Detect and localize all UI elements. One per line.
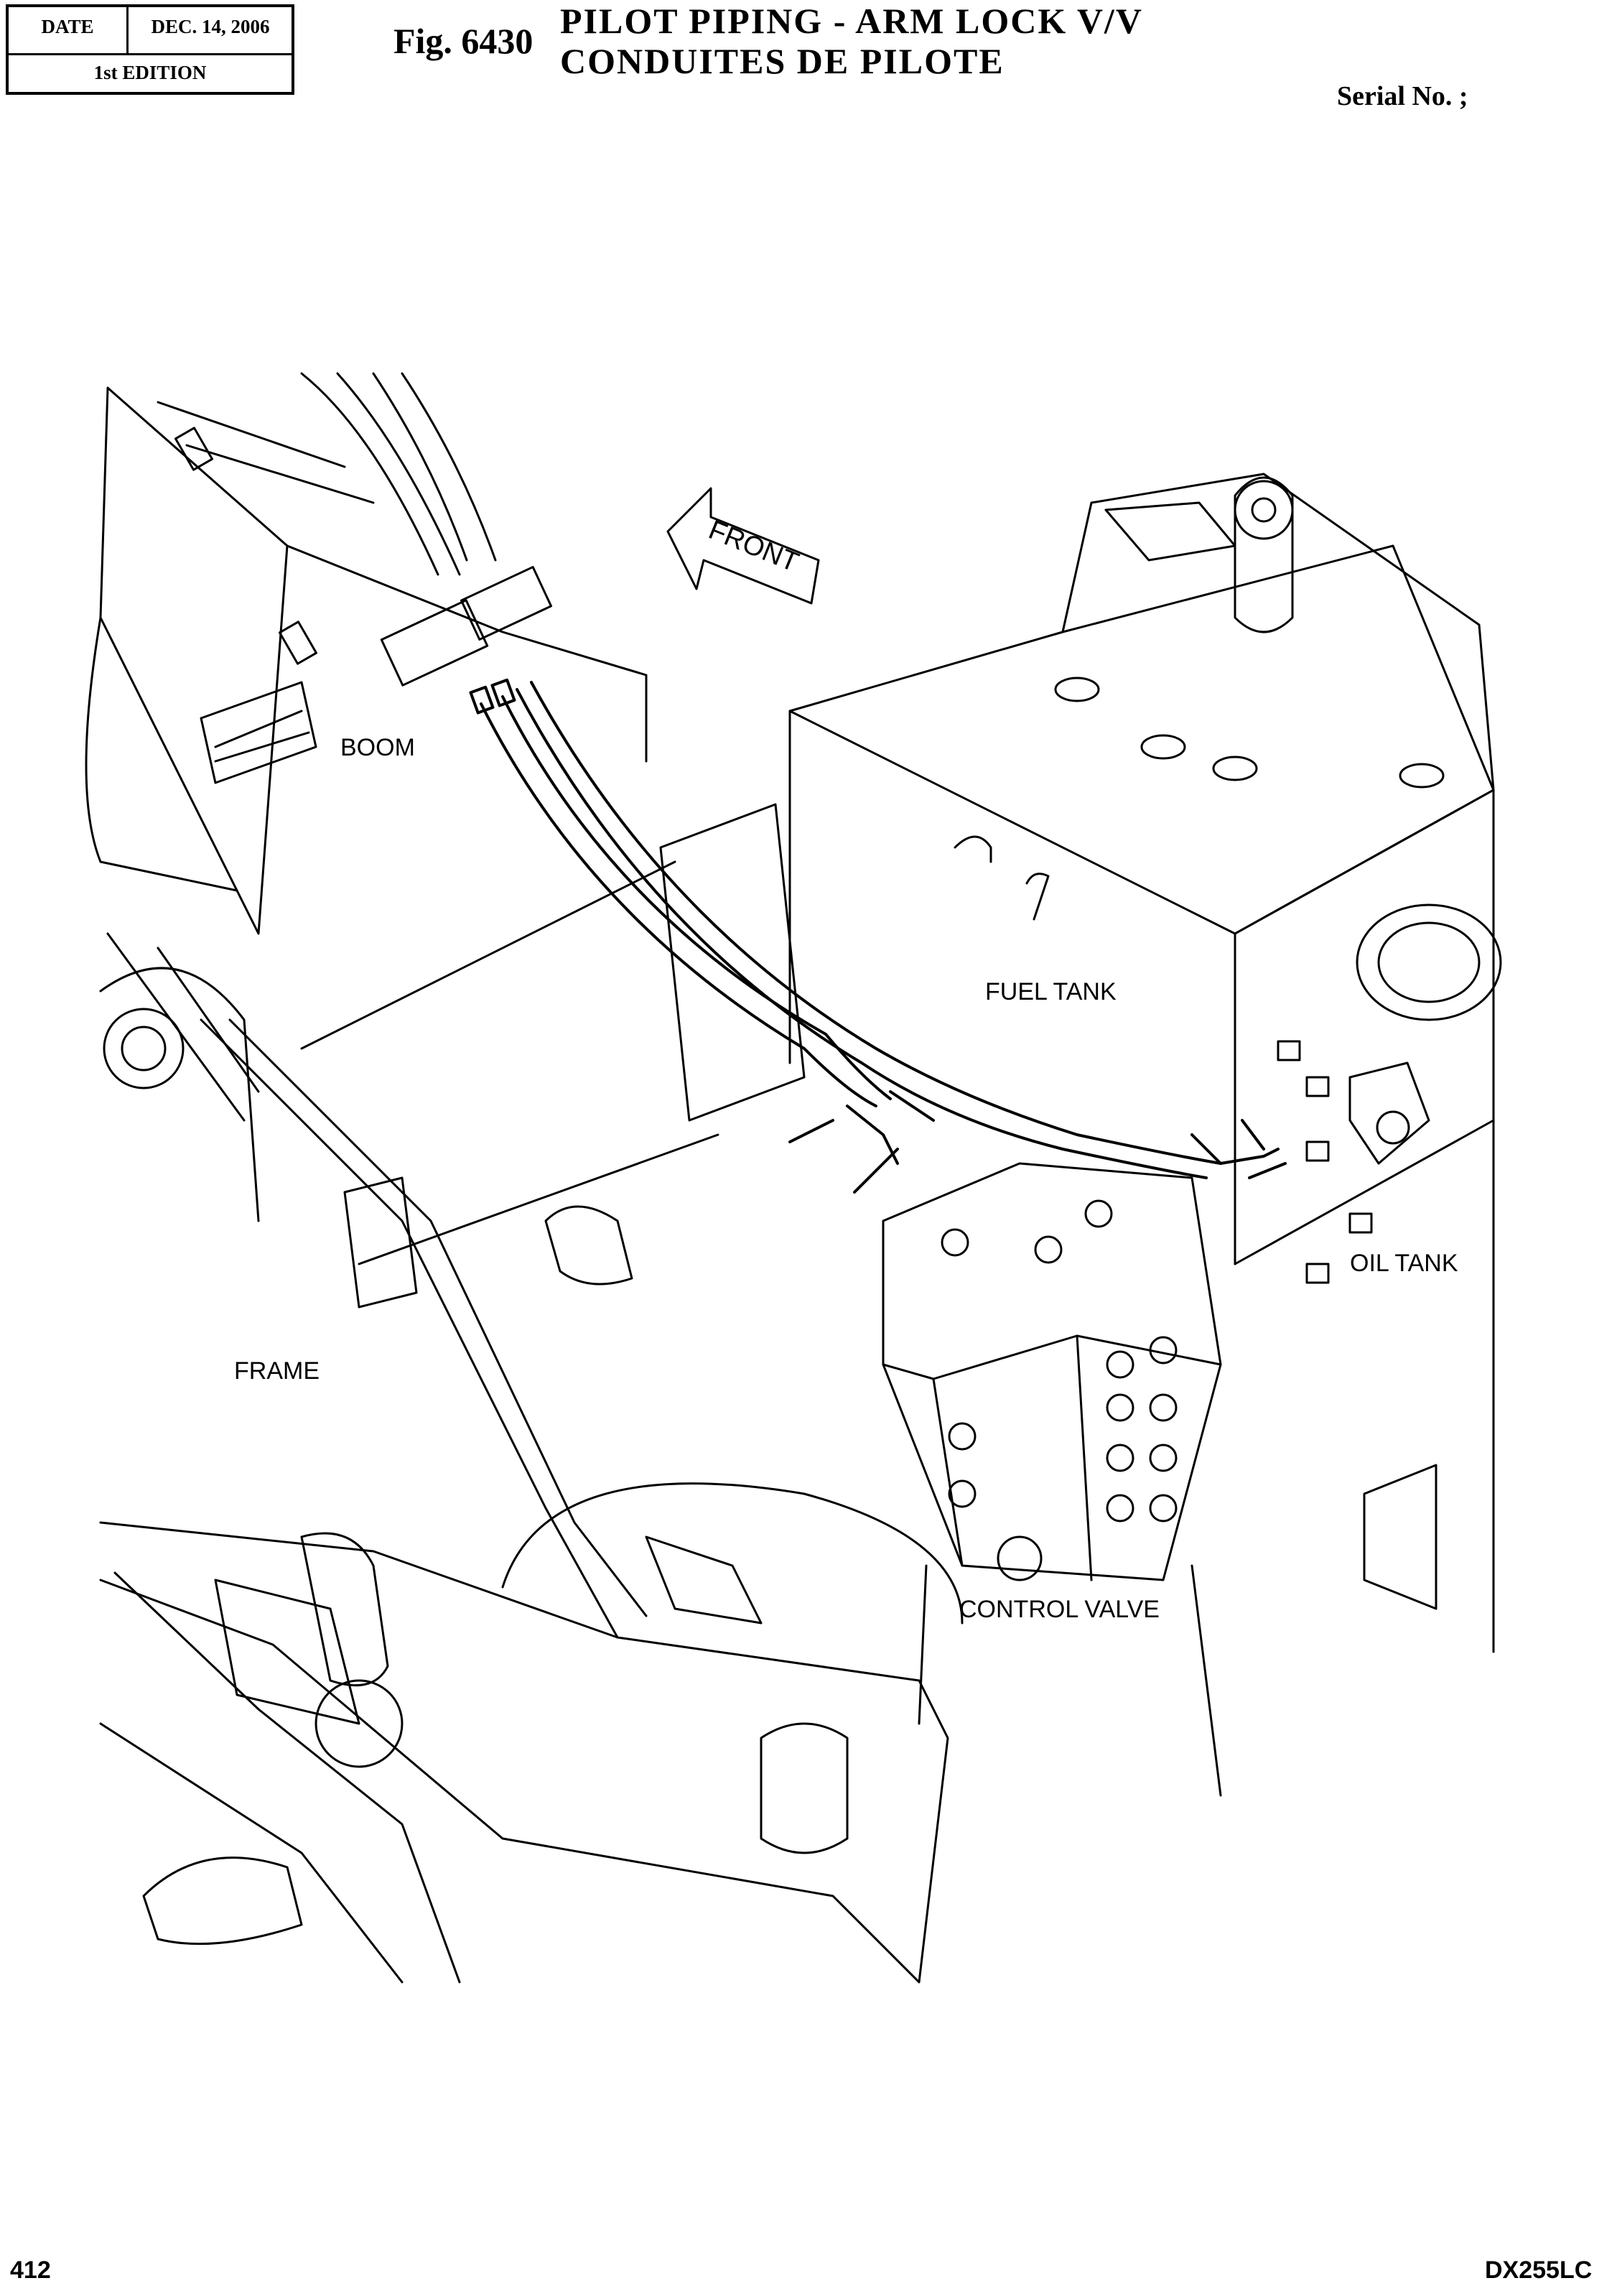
boom-drawing (85, 372, 648, 1222)
date-value: DEC. 14, 2006 (151, 16, 270, 37)
label-frame: FRAME (234, 1357, 320, 1385)
header-box: DATE DEC. 14, 2006 1st EDITION (6, 4, 294, 95)
date-label: DATE (41, 16, 94, 37)
edition-label: 1st EDITION (93, 62, 207, 83)
pilot-hoses (469, 678, 1287, 1194)
label-boom: BOOM (340, 734, 415, 761)
page-number: 412 (10, 2257, 51, 2284)
frame-drawing (99, 803, 964, 1984)
header-row-date (9, 7, 292, 55)
page-subtitle: CONDUITES DE PILOTE (560, 41, 1005, 81)
model-number: DX255LC (1485, 2257, 1593, 2284)
oil-tank-drawing (1234, 789, 1502, 1653)
serial-number: Serial No. ; (1337, 81, 1468, 111)
front-arrow-label: FRONT (704, 515, 803, 578)
label-control-valve: CONTROL VALVE (959, 1596, 1160, 1623)
figure-number: Fig. 6430 (393, 21, 533, 61)
page-title: PILOT PIPING - ARM LOCK V/V (560, 1, 1143, 41)
label-oil-tank: OIL TANK (1350, 1250, 1458, 1277)
control-valve-drawing (882, 1162, 1222, 1797)
label-fuel-tank: FUEL TANK (985, 978, 1117, 1005)
fuel-tank-drawing (788, 473, 1495, 1265)
front-arrow: FRONT (666, 487, 820, 605)
